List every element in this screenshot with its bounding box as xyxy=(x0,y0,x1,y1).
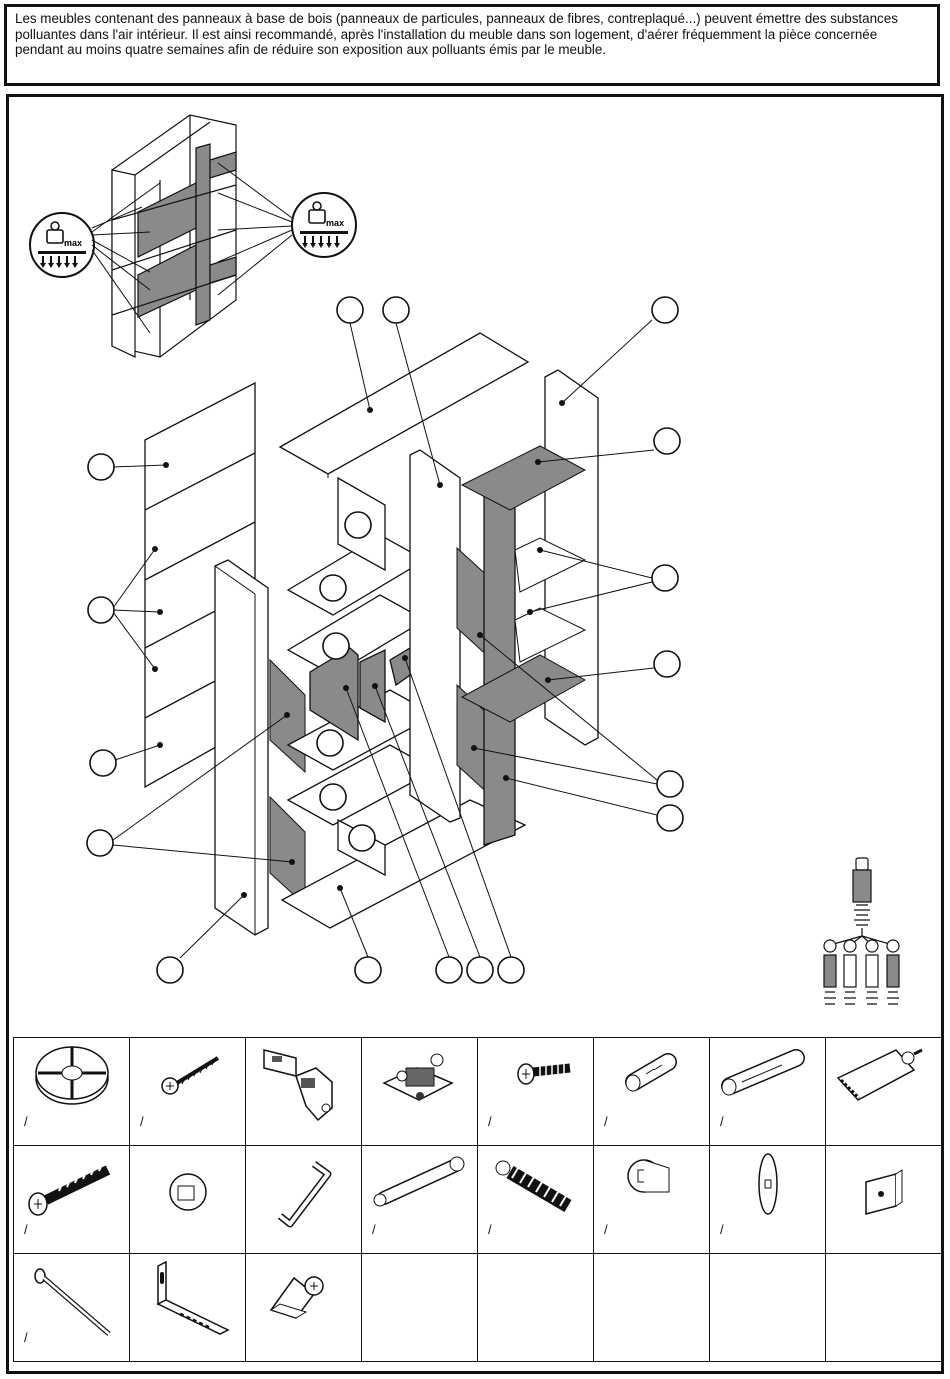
hardware-cell-hinge-mounting-plate xyxy=(361,1037,478,1146)
qty-label: / xyxy=(604,1114,608,1129)
hardware-row: / xyxy=(13,1253,942,1362)
hardware-cell-confirmat-screw: / xyxy=(13,1145,130,1254)
callout-dots xyxy=(152,400,565,898)
hardware-cell-short-dowel: / xyxy=(593,1037,710,1146)
qty-label: / xyxy=(488,1114,492,1129)
right-shelf-grey-lower xyxy=(460,654,587,723)
hardware-cell-glue-tube xyxy=(825,1037,942,1146)
cam-fitting-detail xyxy=(823,857,900,1005)
center-divider-panel xyxy=(409,449,461,823)
voc-notice: Les meubles contenant des panneaux à bas… xyxy=(4,4,940,86)
hardware-table: / / / / / xyxy=(13,1037,942,1362)
qty-label: / xyxy=(140,1114,144,1129)
connector-bolt-icon xyxy=(495,1160,572,1213)
hardware-cell-empty xyxy=(825,1253,942,1362)
hardware-cell-countersunk-screw: / xyxy=(477,1037,594,1146)
mounting-plate-icon xyxy=(382,1053,454,1101)
notice-text: Les meubles contenant des panneaux à bas… xyxy=(15,11,898,57)
load-leader-lines xyxy=(91,162,293,334)
hardware-cell-bracket-plate xyxy=(825,1145,942,1254)
hinge-icon xyxy=(263,1049,333,1122)
short-dowel-icon xyxy=(625,1053,677,1092)
hardware-cell-angle-bracket xyxy=(129,1253,246,1362)
hardware-cell-wedge-connector xyxy=(245,1253,362,1362)
wood-screw-icon xyxy=(161,1056,220,1095)
qty-label: / xyxy=(720,1114,724,1129)
hardware-cell-allen-key xyxy=(245,1145,362,1254)
long-dowel-icon xyxy=(721,1049,805,1096)
glue-tube-icon xyxy=(836,1048,923,1101)
bracket-plate-icon xyxy=(865,1169,903,1215)
hardware-cell-cam-lock: / xyxy=(593,1145,710,1254)
hardware-cell-caster-wheel: / xyxy=(13,1037,130,1146)
countersunk-screw-icon xyxy=(517,1062,571,1085)
nail-icon xyxy=(34,1268,111,1336)
hardware-cell-nail: / xyxy=(13,1253,130,1362)
qty-label: / xyxy=(24,1330,28,1345)
assembled-overview xyxy=(111,114,237,358)
caster-wheel-icon xyxy=(35,1046,109,1105)
hardware-cell-empty xyxy=(477,1253,594,1362)
qty-label: / xyxy=(372,1222,376,1237)
hardware-cell-empty xyxy=(593,1253,710,1362)
hardware-row: / / / / / xyxy=(13,1145,942,1254)
max-label: max xyxy=(64,238,82,248)
wedge-connector-icon xyxy=(269,1276,324,1319)
exploded-assembly-diagram: max max xyxy=(29,114,900,1005)
qty-label: / xyxy=(604,1222,608,1237)
assembly-frame xyxy=(6,94,944,1374)
qty-label: / xyxy=(24,1114,28,1129)
callout-leaders xyxy=(112,319,658,959)
cover-washer-icon xyxy=(758,1153,778,1215)
right-shelf-top-grey xyxy=(460,445,587,511)
confirmat-screw-icon xyxy=(28,1156,111,1216)
cam-lock-icon xyxy=(627,1159,670,1193)
door-left-lower xyxy=(269,795,306,907)
grey-center-post xyxy=(483,477,516,846)
hardware-cell-cam-bolt: / xyxy=(361,1145,478,1254)
qty-label: / xyxy=(488,1222,492,1237)
shelf-pin-icon xyxy=(169,1173,207,1211)
max-label: max xyxy=(326,218,344,228)
hardware-cell-shelf-pin xyxy=(129,1145,246,1254)
cam-bolt-icon xyxy=(373,1156,465,1207)
allen-key-icon xyxy=(277,1161,332,1228)
hardware-cell-long-dowel: / xyxy=(709,1037,826,1146)
hardware-row: / / / / / xyxy=(13,1037,942,1146)
qty-label: / xyxy=(720,1222,724,1237)
hardware-cell-empty xyxy=(709,1253,826,1362)
hardware-cell-hinge xyxy=(245,1037,362,1146)
top-panel xyxy=(278,332,530,475)
hardware-cell-connector-bolt: / xyxy=(477,1145,594,1254)
hardware-cell-cover-washer: / xyxy=(709,1145,826,1254)
hardware-cell-wood-screw: / xyxy=(129,1037,246,1146)
angle-bracket-icon xyxy=(156,1260,230,1335)
qty-label: / xyxy=(24,1222,28,1237)
hardware-cell-empty xyxy=(361,1253,478,1362)
max-load-icon-left: max xyxy=(29,212,95,278)
right-shelf-a xyxy=(514,537,587,593)
max-load-icon-right: max xyxy=(291,192,357,258)
